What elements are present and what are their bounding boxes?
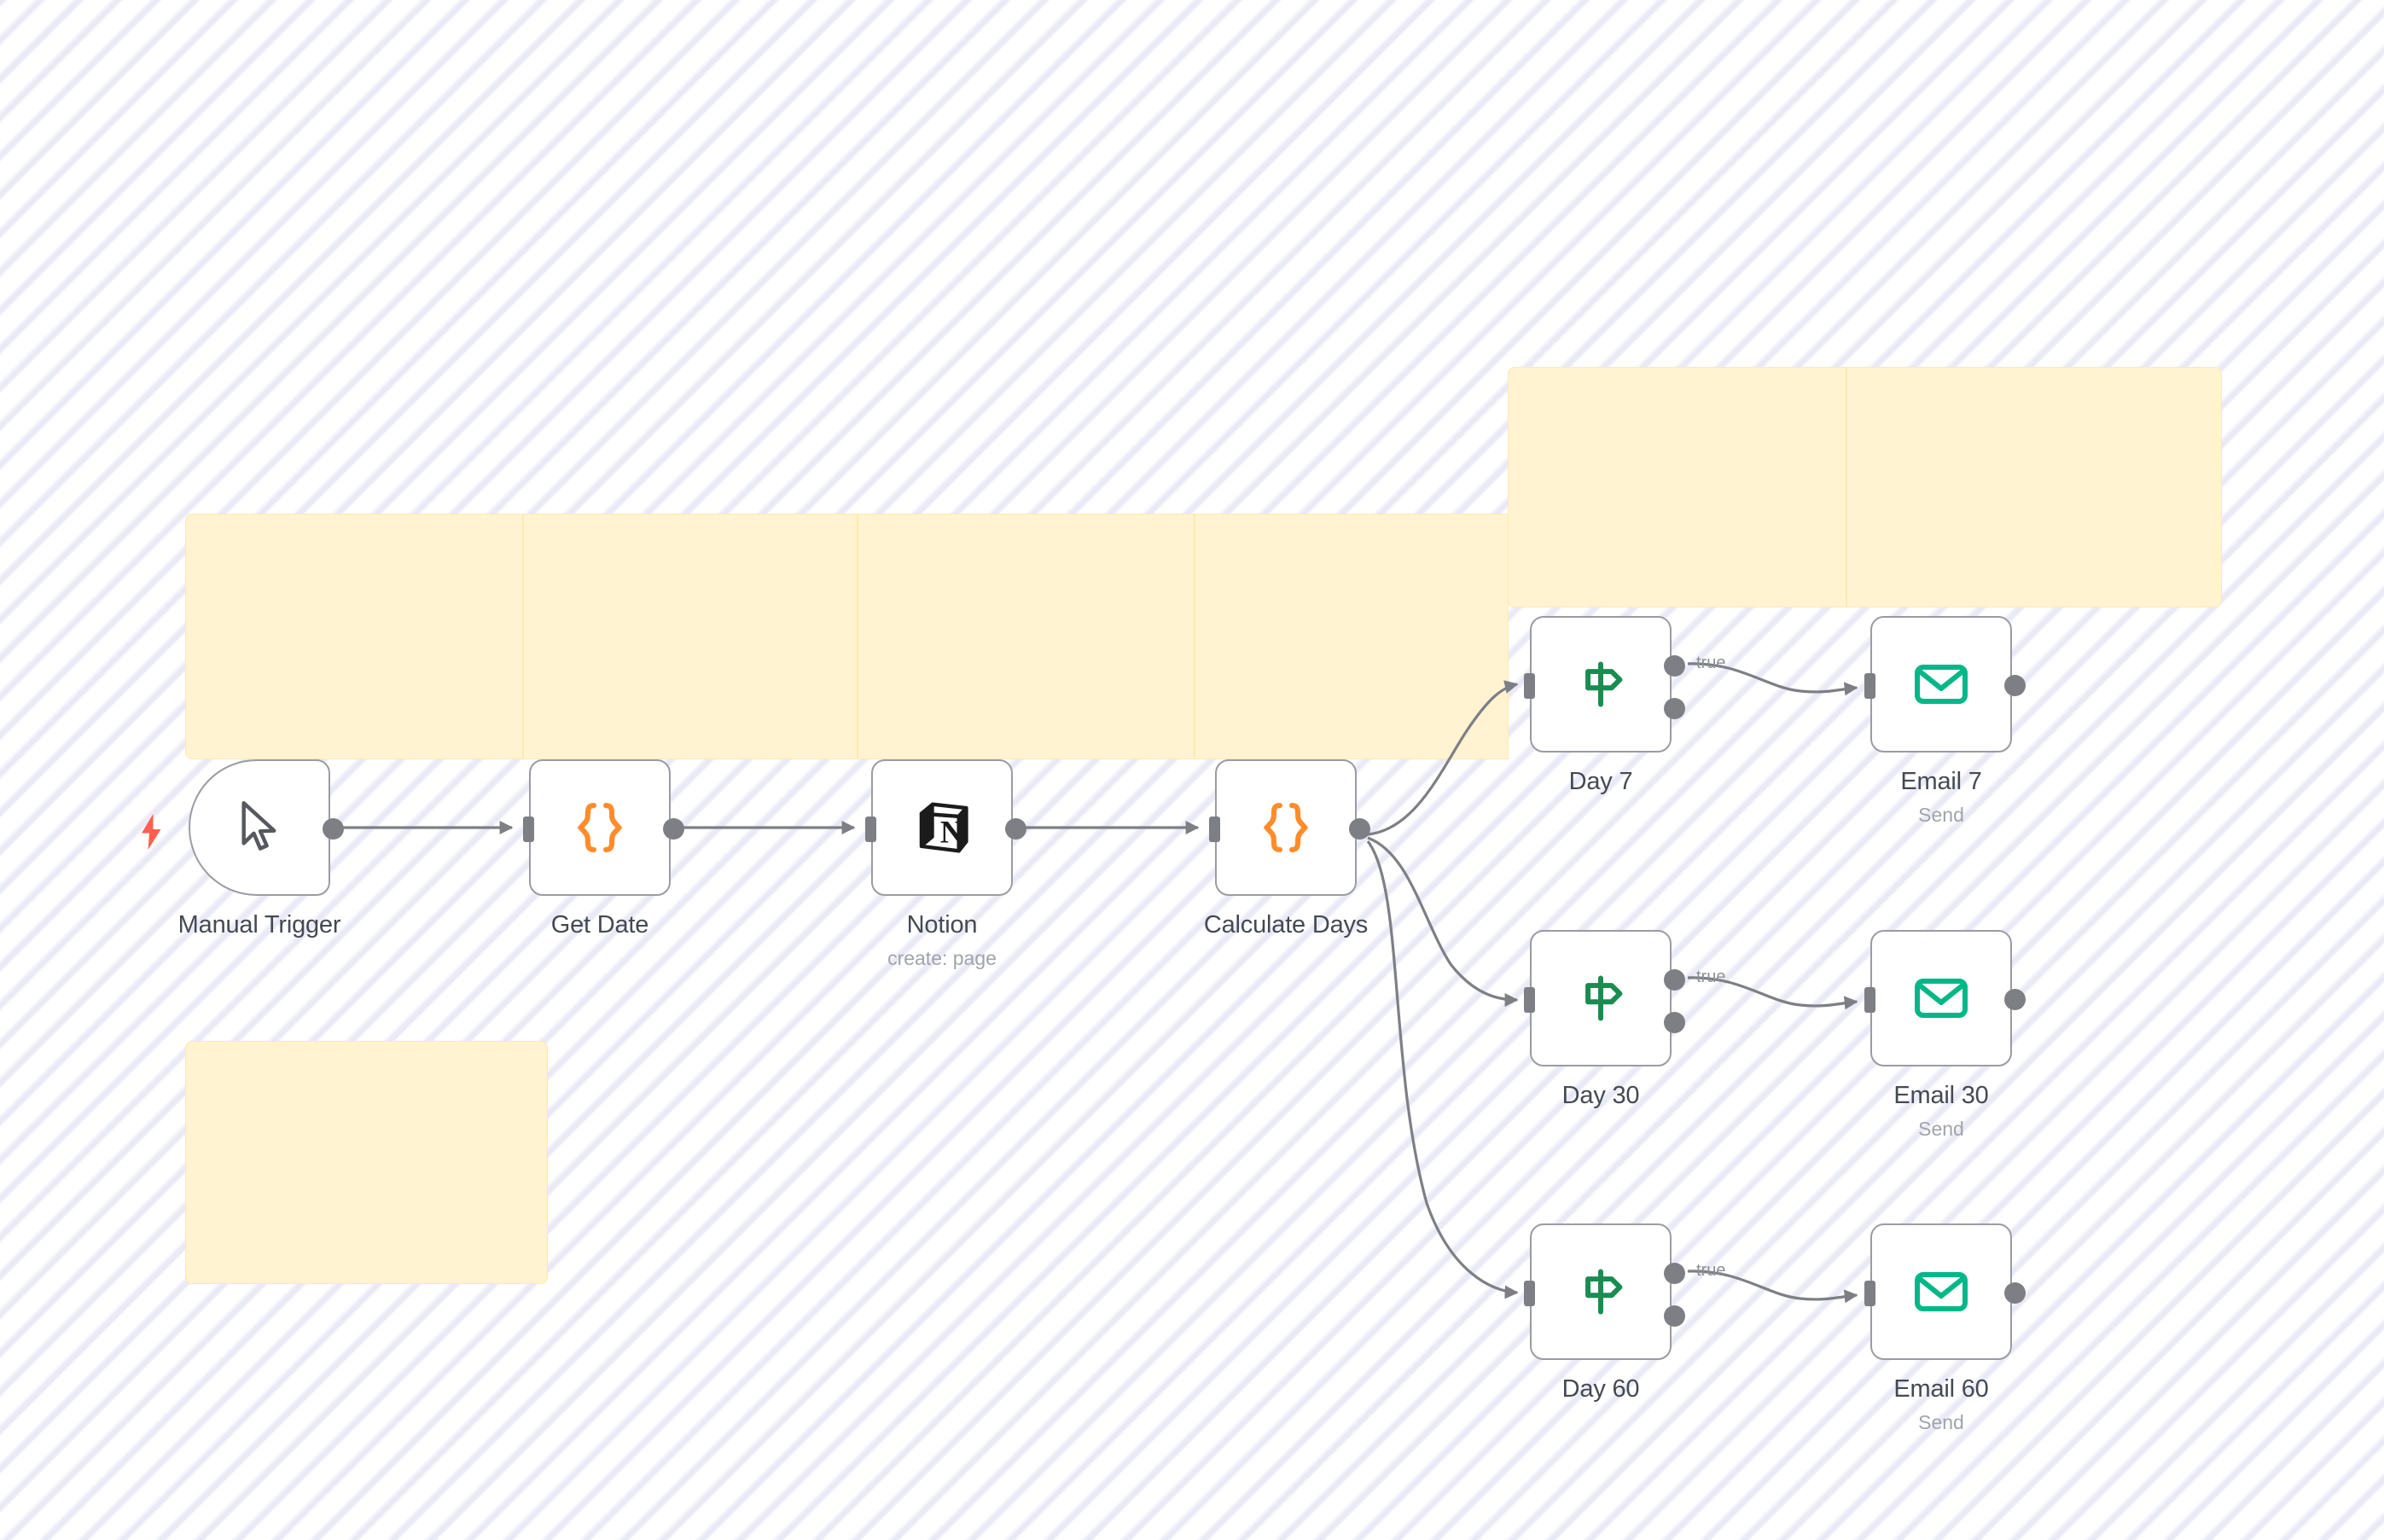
envelope-icon	[1872, 618, 2010, 751]
lightning-bolt-glyph	[142, 814, 161, 850]
output-port-email-60[interactable]	[2004, 1282, 2026, 1304]
node-email-60[interactable]	[1864, 1223, 2026, 1360]
output-port-email-7[interactable]	[2004, 675, 2026, 696]
cursor-arrow-icon	[190, 761, 329, 894]
node-subtitle: Send	[1918, 1118, 1964, 1140]
node-email-30[interactable]	[1864, 930, 2026, 1066]
node-title: Email 60	[1893, 1375, 1989, 1403]
sticky-note[interactable]	[858, 514, 1195, 759]
sticky-note[interactable]	[1508, 367, 1846, 607]
lightning-bolt-icon	[137, 812, 167, 857]
node-title: Email 30	[1893, 1082, 1989, 1109]
node-email-7[interactable]	[1864, 616, 2026, 753]
input-port-day-7[interactable]	[1524, 673, 1535, 699]
output-port-day-30-true[interactable]	[1664, 969, 1685, 991]
input-port-day-30[interactable]	[1524, 987, 1535, 1013]
code-braces-icon	[1217, 761, 1355, 894]
edge-label-day-7-true: true	[1696, 654, 1726, 672]
sticky-note[interactable]	[1195, 514, 1509, 759]
svg-text:N: N	[940, 816, 963, 851]
output-port-get-date[interactable]	[663, 818, 684, 840]
node-subtitle: Send	[1918, 804, 1964, 826]
caption-day-60: Day 60	[1562, 1375, 1640, 1403]
node-title: Calculate Days	[1203, 911, 1369, 939]
node-notion[interactable]: N	[865, 759, 1026, 896]
node-title: Day 30	[1561, 1082, 1640, 1109]
output-port-day-60-true[interactable]	[1664, 1263, 1685, 1284]
edge-label-day-60-true: true	[1696, 1261, 1726, 1280]
caption-email-7: Email 7 Send	[1900, 768, 1982, 827]
output-port-email-30[interactable]	[2004, 989, 2026, 1010]
caption-email-60: Email 60 Send	[1893, 1375, 1988, 1434]
input-port-email-60[interactable]	[1864, 1281, 1875, 1306]
node-day-60[interactable]	[1524, 1223, 1685, 1360]
node-title: Notion	[906, 911, 978, 939]
output-port-calculate-days[interactable]	[1349, 818, 1370, 840]
caption-day-7: Day 7	[1569, 768, 1633, 796]
notion-cube-icon: N	[873, 761, 1011, 894]
sticky-note[interactable]	[185, 1041, 548, 1284]
node-manual-trigger[interactable]	[189, 759, 344, 896]
node-calculate-days[interactable]	[1209, 759, 1370, 896]
caption-calculate-days: Calculate Days	[1204, 911, 1368, 939]
edge-calculate-days-to-day-30	[1367, 836, 1519, 1007]
code-braces-icon	[531, 761, 669, 894]
output-port-day-60-false[interactable]	[1664, 1305, 1685, 1327]
node-day-7[interactable]	[1524, 616, 1685, 753]
sticky-note[interactable]	[1846, 367, 2222, 607]
output-port-day-7-true[interactable]	[1664, 655, 1685, 677]
caption-email-30: Email 30 Send	[1893, 1082, 1988, 1141]
node-title: Day 7	[1568, 768, 1633, 795]
node-title: Get Date	[550, 911, 649, 939]
envelope-icon	[1872, 932, 2010, 1065]
signpost-icon	[1532, 618, 1670, 751]
node-subtitle: create: page	[887, 947, 997, 969]
output-port-day-7-false[interactable]	[1664, 698, 1685, 719]
sticky-note[interactable]	[523, 514, 858, 759]
signpost-icon	[1532, 1225, 1670, 1358]
caption-get-date: Get Date	[550, 911, 649, 939]
node-get-date[interactable]	[523, 759, 684, 896]
node-title: Email 7	[1900, 768, 1982, 795]
caption-day-30: Day 30	[1562, 1082, 1640, 1110]
node-day-30[interactable]	[1524, 930, 1685, 1066]
output-port-notion[interactable]	[1005, 818, 1026, 840]
input-port-day-60[interactable]	[1524, 1281, 1535, 1306]
input-port-get-date[interactable]	[523, 816, 534, 842]
signpost-icon	[1532, 932, 1670, 1065]
edge-calculate-days-to-day-60	[1366, 840, 1519, 1299]
output-port-day-30-false[interactable]	[1664, 1012, 1685, 1033]
sticky-note[interactable]	[185, 514, 523, 759]
node-subtitle: Send	[1918, 1411, 1964, 1433]
caption-manual-trigger: Manual Trigger	[178, 911, 341, 939]
caption-notion: Notion create: page	[887, 911, 997, 970]
input-port-calculate-days[interactable]	[1209, 816, 1220, 842]
input-port-email-30[interactable]	[1864, 987, 1875, 1013]
node-title: Day 60	[1561, 1375, 1640, 1403]
node-title: Manual Trigger	[177, 911, 341, 939]
edge-label-day-30-true: true	[1696, 968, 1726, 986]
envelope-icon	[1872, 1225, 2010, 1358]
output-port-manual-trigger[interactable]	[323, 818, 344, 840]
input-port-notion[interactable]	[865, 816, 876, 842]
input-port-email-7[interactable]	[1864, 673, 1875, 699]
